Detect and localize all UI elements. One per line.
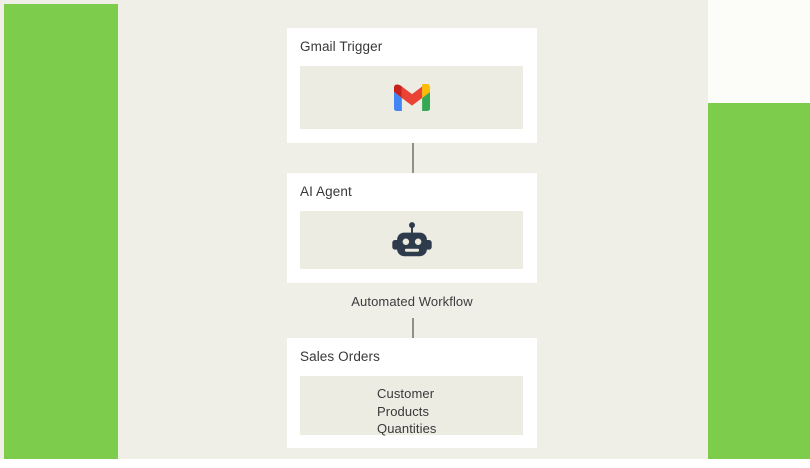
connector-line-gmail-to-agent bbox=[412, 143, 414, 173]
gmail-logo-icon bbox=[300, 66, 523, 129]
card-body-sales-orders: Customer Products Quantities bbox=[300, 376, 523, 438]
top-right-white-block bbox=[708, 0, 810, 104]
robot-icon bbox=[300, 211, 523, 269]
workflow-flow-column: Gmail Trigger AI Agent bbox=[287, 0, 537, 468]
card-body-gmail-trigger bbox=[300, 66, 523, 129]
list-item: Quantities bbox=[377, 421, 437, 436]
bottom-white-strip bbox=[0, 459, 810, 468]
automated-workflow-label: Automated Workflow bbox=[351, 294, 473, 309]
sales-orders-field-list: Customer Products Quantities bbox=[377, 385, 437, 438]
list-item: Customer bbox=[377, 386, 435, 401]
node-card-sales-orders[interactable]: Sales Orders Customer Products Quantitie… bbox=[287, 338, 537, 448]
card-title-gmail-trigger: Gmail Trigger bbox=[300, 39, 383, 54]
node-card-ai-agent[interactable]: AI Agent bbox=[287, 173, 537, 283]
card-title-ai-agent: AI Agent bbox=[300, 184, 352, 199]
card-title-sales-orders: Sales Orders bbox=[300, 349, 380, 364]
card-body-ai-agent bbox=[300, 211, 523, 269]
list-item: Products bbox=[377, 403, 430, 419]
node-card-gmail-trigger[interactable]: Gmail Trigger bbox=[287, 28, 537, 143]
right-green-panel bbox=[708, 103, 810, 459]
connector-line-workflow-to-orders bbox=[412, 318, 414, 338]
left-green-panel bbox=[4, 4, 118, 459]
